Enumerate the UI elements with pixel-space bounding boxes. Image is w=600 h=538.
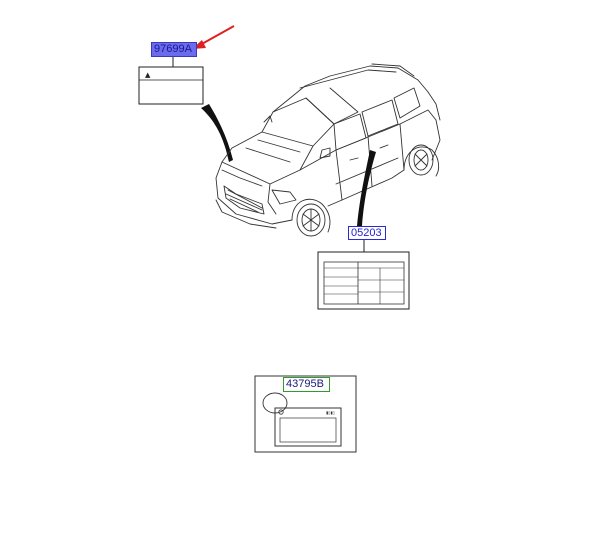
part-label-97699A[interactable]: 97699A [151,42,197,57]
tire-placard-drawing [317,251,410,310]
red-arrow-icon [192,25,235,49]
part-label-43795B[interactable]: 43795B [283,377,330,392]
leader-line-pillar [357,150,376,226]
warning-triangle-icon: ▲ [145,71,151,79]
car-illustration [215,63,441,237]
warning-label-97699A-drawing: ▲ [138,55,204,105]
leader-line-hood [201,104,233,162]
key-tag-frame [254,375,357,453]
part-label-05203[interactable]: 05203 [348,226,386,240]
key-tag-code-text: ▮▯▮▯ [326,410,335,415]
